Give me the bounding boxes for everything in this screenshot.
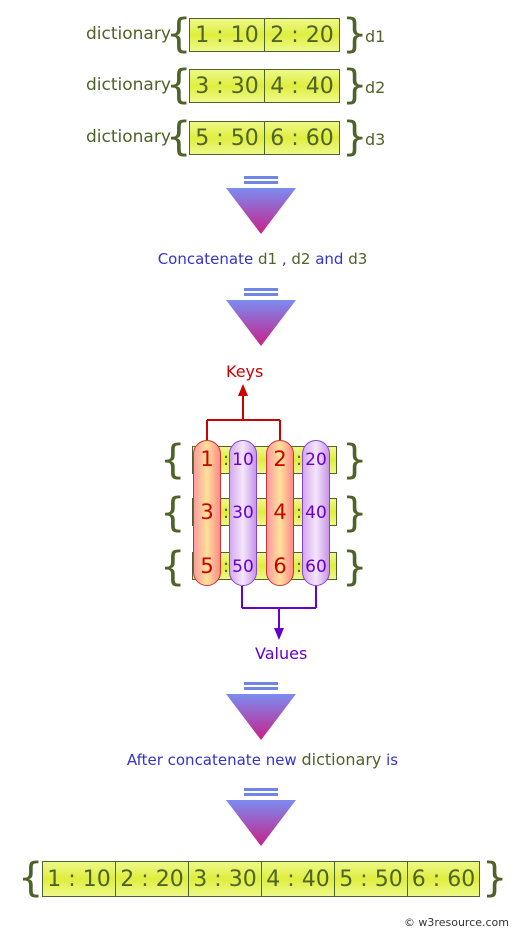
close-brace: } <box>342 11 368 57</box>
result-dict: 1 : 10 2 : 20 3 : 30 4 : 40 5 : 50 6 : 6… <box>42 861 480 897</box>
grid-key: 2 <box>273 447 287 471</box>
close-brace: } <box>342 437 368 483</box>
grid-colon: : <box>222 502 230 523</box>
step-d1: d1 <box>257 250 278 268</box>
open-brace: { <box>166 11 192 57</box>
open-brace: { <box>166 114 192 160</box>
close-brace: } <box>342 114 368 160</box>
dict-cell: 4 : 40 <box>270 73 334 99</box>
grid-colon: : <box>222 556 230 577</box>
grid-value: 20 <box>305 450 327 470</box>
close-brace: } <box>342 62 368 108</box>
result-cell: 1 : 10 <box>43 862 116 896</box>
step-d2: d2 <box>291 250 311 268</box>
keys-label: Keys <box>226 362 264 381</box>
dict-cell: 6 : 60 <box>270 125 334 151</box>
grid-value: 10 <box>232 450 254 470</box>
dict-d3: 5 : 50 6 : 60 <box>189 121 340 155</box>
dictionary-label: dictionary <box>86 75 171 95</box>
grid-connectors <box>206 384 317 640</box>
close-brace: } <box>342 490 368 536</box>
grid-colon: : <box>295 502 303 523</box>
down-arrow-icon <box>226 682 296 740</box>
result-cell: 2 : 20 <box>116 862 189 896</box>
step-concatenate-text: Concatenate d1 , d2 and d3 <box>0 249 525 268</box>
grid-value: 50 <box>232 557 254 577</box>
step-dictionary-word: dictionary <box>301 750 382 769</box>
dictionary-label: dictionary <box>86 24 171 44</box>
result-cell: 4 : 40 <box>262 862 335 896</box>
values-label: Values <box>255 644 308 663</box>
values-pill-col2 <box>302 440 330 586</box>
dict-cell: 5 : 50 <box>190 122 265 154</box>
dict-d2: 3 : 30 4 : 40 <box>189 69 340 103</box>
step-result-text: After concatenate new dictionary is <box>0 750 525 769</box>
down-arrow-icon <box>226 288 296 346</box>
open-brace: { <box>160 490 186 536</box>
step-suffix: is <box>381 751 399 769</box>
grid-colon: : <box>222 449 230 470</box>
dict-cell: 2 : 20 <box>270 22 334 48</box>
keys-pill-col2 <box>266 440 294 586</box>
grid-value: 60 <box>305 557 327 577</box>
grid-colon: : <box>295 449 303 470</box>
grid-colon: : <box>295 556 303 577</box>
grid-value: 40 <box>305 503 327 523</box>
result-cell: 3 : 30 <box>189 862 262 896</box>
close-brace: } <box>482 855 508 901</box>
step-text: Concatenate <box>157 250 258 268</box>
result-cell: 5 : 50 <box>335 862 408 896</box>
dict-cell: 3 : 30 <box>190 70 265 102</box>
close-brace: } <box>342 544 368 590</box>
step-d3: d3 <box>348 250 368 268</box>
grid-key: 1 <box>200 447 214 471</box>
dict-name-label: d3 <box>365 130 386 149</box>
grid-key: 3 <box>200 500 214 524</box>
values-pill-col1 <box>229 440 257 586</box>
open-brace: { <box>18 855 44 901</box>
grid-key: 6 <box>273 554 287 578</box>
step-comma: , <box>277 250 292 268</box>
keys-pill-col1 <box>193 440 221 586</box>
dictionary-label: dictionary <box>86 127 171 147</box>
down-arrow-icon <box>226 788 296 846</box>
step-text: After concatenate new <box>126 751 302 769</box>
step-and: and <box>310 250 349 268</box>
open-brace: { <box>166 62 192 108</box>
grid-key: 5 <box>200 554 214 578</box>
grid-key: 4 <box>273 500 287 524</box>
open-brace: { <box>160 437 186 483</box>
dict-name-label: d2 <box>365 78 386 97</box>
open-brace: { <box>160 544 186 590</box>
dict-name-label: d1 <box>365 27 386 46</box>
result-cell: 6 : 60 <box>411 866 476 892</box>
dict-cell: 1 : 10 <box>190 19 265 51</box>
grid-value: 30 <box>232 503 254 523</box>
down-arrow-icon <box>226 176 296 234</box>
credit-text: © w3resource.com <box>403 916 509 929</box>
dict-d1: 1 : 10 2 : 20 <box>189 18 340 52</box>
